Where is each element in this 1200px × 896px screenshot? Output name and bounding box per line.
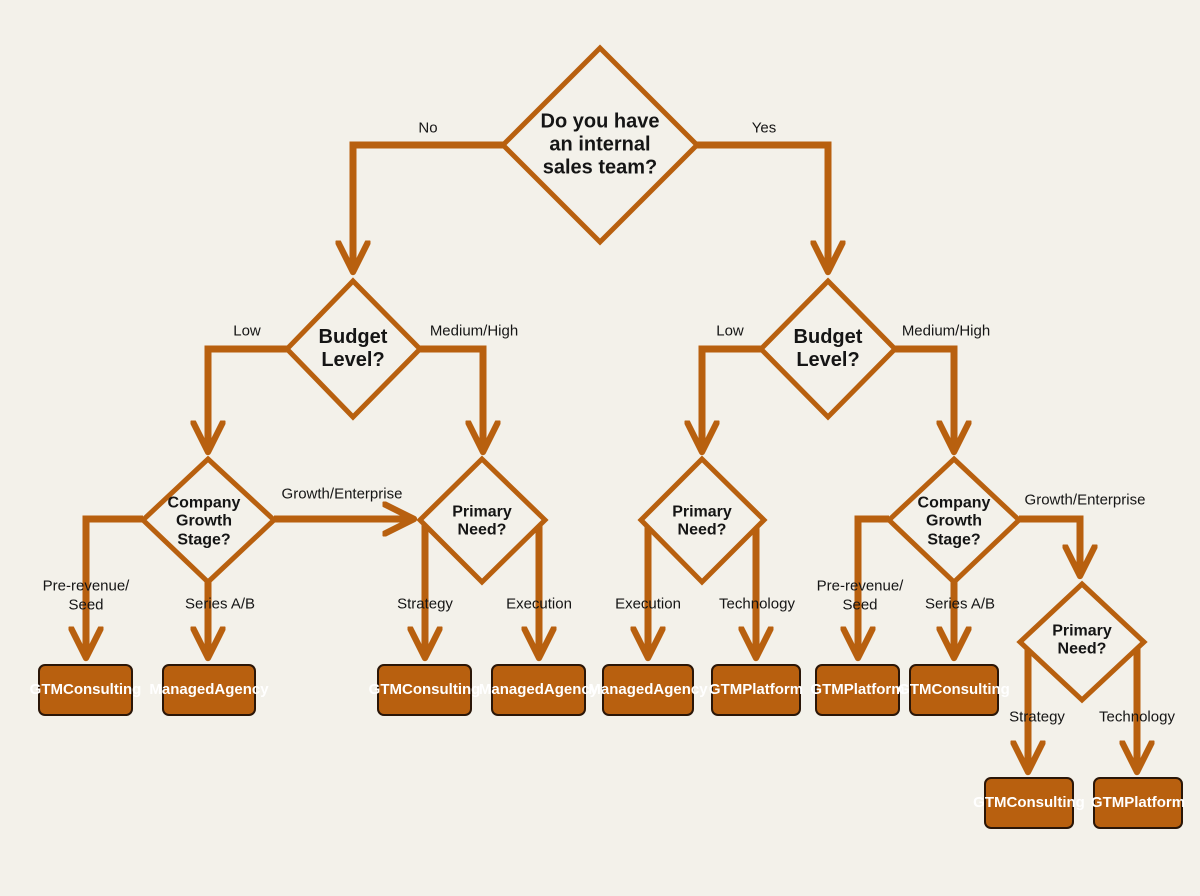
outcome-label-line: Agency	[214, 681, 269, 699]
decision-need-yes-diamond	[637, 455, 768, 586]
edge-label-growth-enterprise-right: Growth/Enterprise	[1024, 491, 1146, 509]
decision-root-diamond	[499, 44, 701, 246]
growth-stage-question-right: Company Growth Stage?	[917, 494, 991, 549]
connector-root-yes	[695, 141, 828, 272]
outcome-label-line: Managed	[588, 681, 654, 699]
edge-label-medium-high-right: Medium/High	[901, 322, 991, 340]
edge-label-low-left: Low	[233, 322, 261, 340]
primary-need-question-left: Primary Need?	[452, 503, 512, 539]
edge-label-yes: Yes	[751, 119, 777, 137]
outcome-label-line: Agency	[653, 681, 708, 699]
edge-label-technology-right: Technology	[719, 595, 795, 613]
decision-budget-no-diamond	[283, 277, 424, 421]
outcome-label-line: GTM	[810, 681, 844, 699]
connector-growth-no-preseed	[86, 515, 143, 658]
connector-growth-yes-preseed	[858, 515, 889, 658]
connector-budget-yes-high	[893, 345, 954, 452]
connector-growth-yes-enterprise	[1019, 515, 1080, 576]
outcome-label-line: Consulting	[63, 681, 142, 699]
decision-growth-no-diamond	[139, 455, 278, 586]
connector-budget-no-high	[418, 345, 483, 452]
outcome-label-line: Managed	[478, 681, 544, 699]
outcome-label-line: Managed	[149, 681, 215, 699]
primary-need-question-far-right: Primary Need?	[1052, 622, 1112, 658]
outcome-label-line: Consulting	[931, 681, 1010, 699]
outcome-label-line: Platform	[742, 681, 804, 699]
outcome-label-line: Consulting	[402, 681, 481, 699]
decision-growth-yes-diamond	[885, 455, 1023, 586]
edge-label-growth-enterprise-left: Growth/Enterprise	[281, 485, 403, 503]
edge-label-pre-revenue-left: Pre-revenue/ Seed	[42, 577, 130, 613]
edge-label-series-ab-left: Series A/B	[184, 595, 256, 613]
outcome-label-line: Consulting	[1006, 794, 1085, 812]
outcome-label-line: GTM	[708, 681, 743, 699]
connector-root-no	[353, 141, 505, 272]
connector-budget-no-low	[208, 345, 289, 452]
budget-level-question-left: Budget Level?	[318, 326, 388, 371]
growth-stage-question-left: Company Growth Stage?	[167, 494, 241, 549]
primary-need-question-middle: Primary Need?	[672, 503, 732, 539]
edge-label-low-right: Low	[716, 322, 744, 340]
edge-label-strategy-right: Strategy	[1009, 708, 1065, 726]
edge-label-technology-far-right: Technology	[1099, 708, 1175, 726]
root-question: Do you have an internal sales team?	[540, 110, 660, 179]
outcome-label-line: GTM	[973, 794, 1007, 812]
edge-label-medium-high-left: Medium/High	[429, 322, 519, 340]
outcome-label-line: Agency	[543, 681, 599, 699]
outcome-label-line: GTM	[898, 681, 932, 699]
outcome-label-line: GTM	[29, 681, 63, 699]
edge-label-series-ab-right: Series A/B	[924, 595, 996, 613]
edge-label-strategy-left: Strategy	[397, 595, 453, 613]
outcome-label-line: GTM	[368, 681, 402, 699]
outcome-label-line: Platform	[843, 681, 905, 699]
edge-label-pre-revenue-right: Pre-revenue/ Seed	[816, 577, 904, 613]
outcome-label-line: Platform	[1124, 794, 1186, 812]
budget-level-question-right: Budget Level?	[793, 326, 863, 371]
edge-label-execution-left: Execution	[506, 595, 572, 613]
edge-label-no: No	[418, 119, 438, 137]
edge-label-execution-right: Execution	[615, 595, 681, 613]
decision-need-no-diamond	[416, 455, 549, 586]
connector-budget-yes-low	[702, 345, 763, 452]
outcome-label-line: GTM	[1090, 794, 1125, 812]
decision-need-far-diamond	[1016, 580, 1148, 704]
decision-budget-yes-diamond	[757, 277, 899, 421]
